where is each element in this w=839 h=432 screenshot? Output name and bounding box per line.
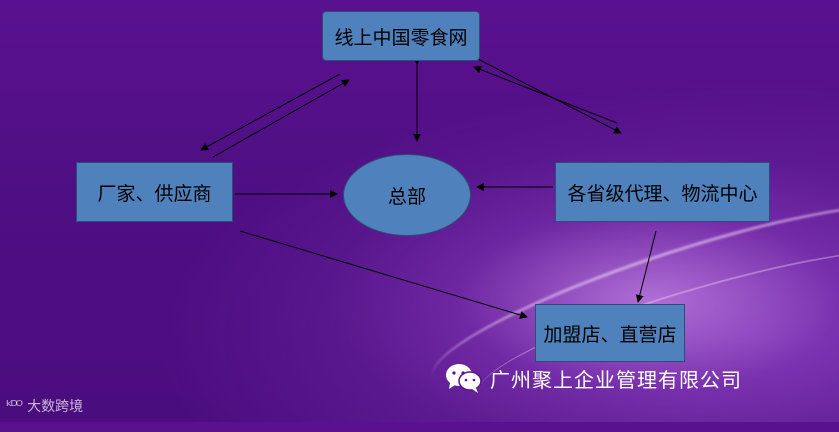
arrow-right-to-bottom [635, 230, 657, 303]
watermark-text: 大数跨境 [27, 399, 84, 415]
node-provincial-agents: 各省级代理、物流中心 [555, 162, 770, 222]
arrow-top-to-right [477, 58, 622, 134]
connector-arrows [200, 57, 657, 319]
node-headquarters-label: 总部 [387, 185, 426, 208]
arrow-right-to-top [473, 65, 618, 124]
watermark: ᵏᴰᴼ 大数跨境 [6, 396, 83, 416]
arrow-left-to-top [212, 79, 350, 158]
company-name: 广州聚上企业管理有限公司 [490, 367, 742, 392]
node-headquarters: 总部 [343, 154, 471, 236]
wechat-icon [444, 362, 484, 394]
node-franchise-stores: 加盟店、直营店 [535, 304, 685, 362]
watermark-logo: ᵏᴰᴼ [6, 397, 23, 415]
node-franchise-stores-label: 加盟店、直营店 [543, 323, 677, 346]
arrow-left-to-bottom [239, 230, 528, 319]
arrow-top-to-left [200, 73, 341, 151]
node-online-platform-label: 线上中国零食网 [334, 26, 468, 49]
node-online-platform: 线上中国零食网 [322, 11, 480, 61]
node-manufacturers: 厂家、供应商 [76, 162, 233, 222]
node-provincial-agents-label: 各省级代理、物流中心 [567, 182, 758, 205]
node-manufacturers-label: 厂家、供应商 [97, 182, 212, 205]
company-credit: 广州聚上企业管理有限公司 [444, 362, 742, 394]
